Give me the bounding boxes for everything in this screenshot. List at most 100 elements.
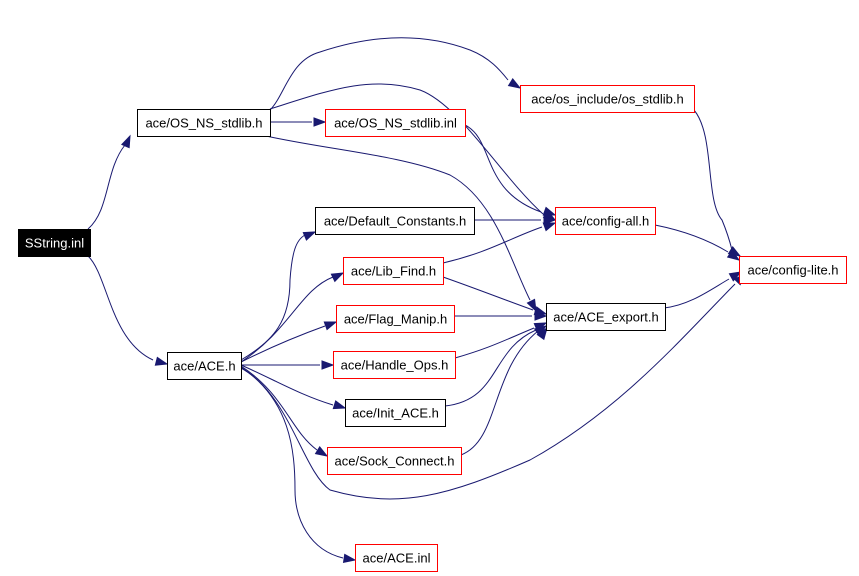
arrowhead [542, 206, 557, 216]
node-box [325, 109, 466, 137]
node-label: ace/config-lite.h [747, 263, 838, 278]
arrowhead [526, 298, 537, 313]
edge-line [87, 144, 126, 230]
edge-sock-connect-h-to-ace-export-h [460, 326, 548, 456]
node-flag-manip-h[interactable]: ace/Flag_Manip.h [336, 305, 455, 333]
node-label: ace/config-all.h [562, 214, 649, 229]
node-ace-export-h[interactable]: ace/ACE_export.h [546, 303, 666, 331]
edge-default-constants-h-to-config-all-h [474, 215, 557, 225]
node-sstring-inl[interactable]: SString.inl [18, 229, 91, 257]
node-box [333, 351, 456, 379]
edge-os-ns-stdlib-h-to-os-ns-stdlib-inl [270, 117, 327, 127]
node-label: ace/Flag_Manip.h [344, 312, 447, 327]
edge-ace-h-to-handle-ops-h [241, 360, 335, 370]
arrowhead [330, 272, 345, 283]
edge-line [442, 276, 534, 311]
graph-edges [87, 37, 747, 563]
node-label: ace/Init_ACE.h [352, 406, 439, 421]
node-config-all-h[interactable]: ace/config-all.h [555, 207, 656, 235]
node-default-constants-h[interactable]: ace/Default_Constants.h [315, 207, 475, 235]
edge-os-ns-stdlib-h-to-ace-export-h [265, 135, 537, 313]
arrowhead [332, 400, 347, 410]
arrowhead [342, 553, 357, 563]
arrowhead [302, 231, 317, 241]
graph-nodes: SString.inl ace/OS_NS_stdlib.h ace/os_incl… [18, 85, 847, 572]
node-label: ace/Sock_Connect.h [335, 454, 455, 469]
node-box [355, 544, 438, 572]
edge-line [464, 124, 542, 213]
edge-handle-ops-h-to-ace-export-h [454, 322, 548, 359]
arrowhead [728, 271, 743, 282]
node-label: ace/Lib_Find.h [351, 264, 436, 279]
node-box [327, 447, 462, 475]
node-label: ace/Handle_Ops.h [341, 358, 449, 373]
edge-os-ns-stdlib-h-to-os-include-os-stdlib-h [269, 37, 522, 111]
arrowhead [154, 356, 169, 366]
node-ace-inl[interactable]: ace/ACE.inl [355, 544, 438, 572]
node-label: ace/ACE.h [173, 359, 235, 374]
arrowhead [536, 326, 548, 341]
edge-line [654, 224, 729, 253]
edge-line [693, 109, 733, 251]
node-label: ace/OS_NS_stdlib.h [145, 116, 262, 131]
edge-lib-find-h-to-config-all-h [442, 222, 557, 264]
edge-os-ns-stdlib-h-to-config-all-h [269, 83, 557, 221]
node-label: ace/ACE.inl [363, 551, 431, 566]
node-box [555, 207, 656, 235]
node-box [520, 85, 695, 113]
edge-sstring-inl-to-os-ns-stdlib-h [87, 134, 131, 230]
edge-line [269, 37, 509, 111]
node-os-ns-stdlib-h[interactable]: ace/OS_NS_stdlib.h [137, 109, 271, 137]
edge-os-include-os-stdlib-h-to-config-lite-h [693, 109, 742, 257]
edge-line [240, 234, 306, 361]
node-label: ace/ACE_export.h [553, 310, 659, 325]
node-label: ace/OS_NS_stdlib.inl [334, 116, 457, 131]
node-box [336, 305, 455, 333]
edge-ace-h-to-lib-find-h [240, 272, 345, 363]
arrowhead [507, 77, 522, 89]
node-box [345, 399, 446, 427]
node-box [343, 257, 444, 285]
node-ace-h[interactable]: ace/ACE.h [167, 352, 242, 380]
edge-line [265, 135, 531, 301]
arrowhead [534, 311, 548, 321]
arrowhead [321, 360, 335, 370]
node-label: SString.inl [25, 236, 84, 251]
edge-line [240, 364, 334, 406]
edge-line [444, 329, 537, 407]
edge-flag-manip-h-to-ace-export-h [454, 311, 548, 321]
arrowhead [314, 445, 329, 457]
node-config-lite-h[interactable]: ace/config-lite.h [739, 256, 847, 284]
edge-ace-h-to-config-lite-h [240, 272, 747, 500]
node-label: ace/Default_Constants.h [324, 214, 466, 229]
edge-sstring-inl-to-ace-h [87, 255, 169, 366]
node-sock-connect-h[interactable]: ace/Sock_Connect.h [327, 447, 462, 475]
edge-ace-h-to-default-constants-h [240, 231, 317, 361]
node-os-ns-stdlib-inl[interactable]: ace/OS_NS_stdlib.inl [325, 109, 466, 137]
arrowhead [313, 117, 327, 127]
node-os-include-os-stdlib-h[interactable]: ace/os_include/os_stdlib.h [520, 85, 695, 113]
node-box [18, 229, 91, 257]
node-init-ace-h[interactable]: ace/Init_ACE.h [345, 399, 446, 427]
edge-ace-h-to-ace-inl [240, 366, 357, 563]
edge-line [240, 276, 334, 363]
edge-line [240, 365, 318, 451]
arrowhead [323, 321, 338, 331]
edge-line [240, 366, 344, 559]
edge-lib-find-h-to-ace-export-h [442, 276, 548, 316]
arrowhead [120, 134, 131, 149]
node-box [739, 256, 847, 284]
arrowhead [542, 222, 557, 232]
arrowhead [543, 215, 557, 225]
edge-ace-h-to-init-ace-h [240, 364, 347, 410]
node-lib-find-h[interactable]: ace/Lib_Find.h [343, 257, 444, 285]
edge-line [442, 226, 543, 264]
edge-line [240, 325, 326, 363]
edge-line [663, 278, 730, 309]
edge-line [460, 330, 539, 456]
node-handle-ops-h[interactable]: ace/Handle_Ops.h [333, 351, 456, 379]
node-box [167, 352, 242, 380]
edge-line [454, 327, 535, 359]
node-box [137, 109, 271, 137]
